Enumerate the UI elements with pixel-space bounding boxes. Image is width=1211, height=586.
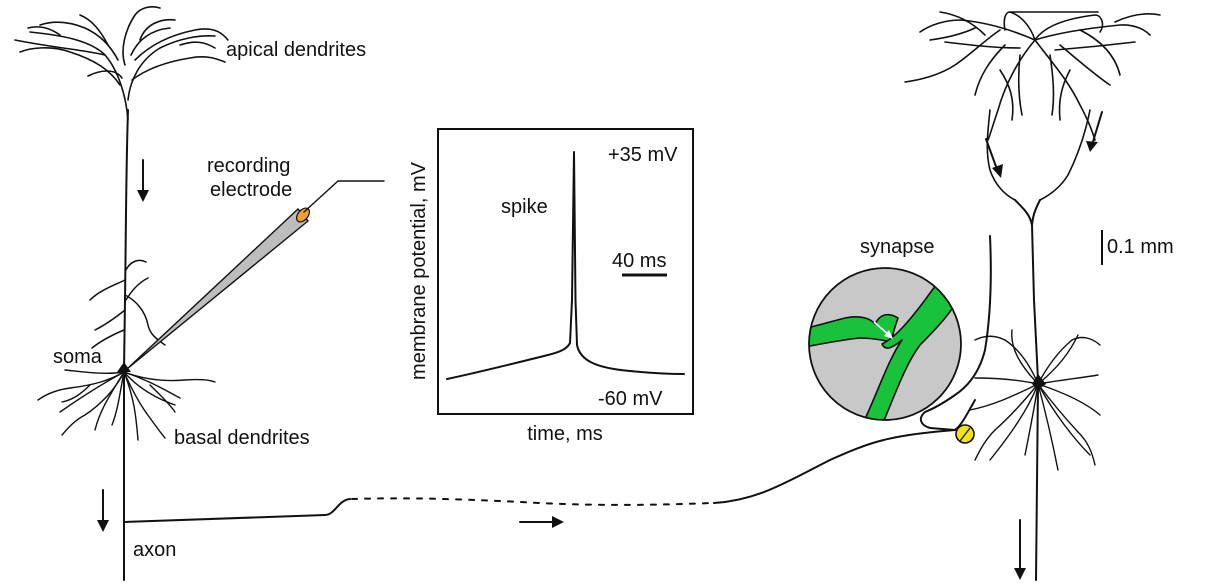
spike-trace xyxy=(446,151,685,380)
rest-voltage-label: -60 mV xyxy=(598,388,663,410)
left-apical-dendrites xyxy=(14,6,229,121)
left-apical-trunk xyxy=(123,109,129,371)
synapse-transmission-arrow xyxy=(873,321,893,339)
left-down-arrow-lower xyxy=(97,489,109,532)
membrane-potential-plot: spike +35 mV -60 mV 40 ms time, ms membr… xyxy=(408,128,694,445)
basal-dendrites-label: basal dendrites xyxy=(174,427,310,449)
right-basal-dendrites xyxy=(969,329,1101,471)
recording-electrode-label-line1: recording xyxy=(207,155,290,177)
right-apical-dendrites xyxy=(904,11,1161,201)
apical-dendrites-label: apical dendrites xyxy=(226,39,366,61)
plot-x-axis-label: time, ms xyxy=(527,423,603,445)
plot-y-axis-label: membrane potential, mV xyxy=(408,161,430,380)
recording-electrode-label-line2: electrode xyxy=(210,179,292,201)
soma-label: soma xyxy=(53,346,103,368)
spike-label: spike xyxy=(501,196,548,218)
incoming-axon-collateral xyxy=(919,235,992,431)
left-neuron xyxy=(14,6,229,581)
right-apical-trunk xyxy=(1014,199,1039,381)
plot-frame xyxy=(437,128,694,415)
left-basal-dendrites xyxy=(37,369,216,441)
right-axon xyxy=(1035,383,1039,581)
left-oblique-dendrites xyxy=(89,259,166,349)
presynaptic-terminal xyxy=(809,313,899,349)
axon-label: axon xyxy=(133,539,176,561)
recording-electrode xyxy=(126,180,385,370)
electrode-leader-line xyxy=(303,180,385,213)
scale-bar: 0.1 mm xyxy=(1101,230,1174,265)
left-down-arrow-upper xyxy=(137,159,149,202)
right-down-arrow-lower xyxy=(1014,519,1026,580)
scale-bar-label: 0.1 mm xyxy=(1107,236,1174,258)
right-arrow-left-branch xyxy=(985,138,1003,178)
synapse-magnified-view xyxy=(808,267,962,421)
axon-direction-arrow xyxy=(519,516,564,528)
peak-voltage-label: +35 mV xyxy=(608,144,678,166)
right-neuron xyxy=(904,11,1161,581)
axon-connection xyxy=(123,429,956,528)
left-soma xyxy=(117,362,131,372)
synapse-label: synapse xyxy=(860,236,935,258)
right-arrow-right-branch xyxy=(1086,111,1103,152)
postsynaptic-dendrite xyxy=(859,271,961,420)
timescale-label: 40 ms xyxy=(612,250,666,272)
